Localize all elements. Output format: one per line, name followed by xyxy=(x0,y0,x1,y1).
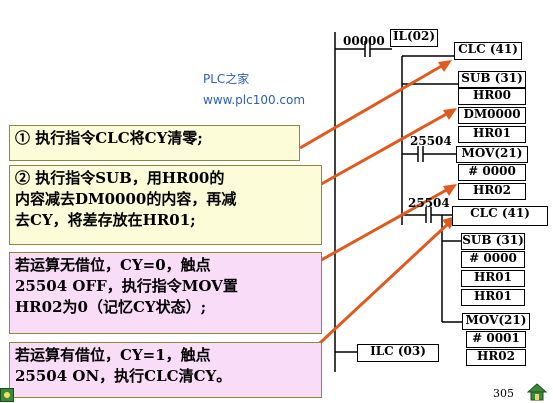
contact-25504-b-label: 25504 xyxy=(408,196,450,210)
note-no-borrow-line-3: HR02为0（记忆CY状态）; xyxy=(15,298,207,316)
note-no-borrow-line-1: 若运算无借位，CY=0，触点 xyxy=(15,256,211,274)
clc-instruction-1: CLC (41) xyxy=(454,42,522,60)
note-clc-line-1: ① 执行指令CLC将CY清零; xyxy=(15,129,203,147)
note-no-borrow-line-2: 25504 OFF，执行指令MOV置 xyxy=(15,277,238,295)
note-borrow: 若运算有借位，CY=1，触点 25504 ON，执行CLC清CY。 xyxy=(9,342,322,398)
contact-25504-a-label: 25504 xyxy=(410,134,452,148)
home-icon[interactable] xyxy=(527,383,547,401)
note-borrow-line-1: 若运算有借位，CY=1，触点 xyxy=(15,346,211,364)
mov-instruction-1-op: MOV(21) xyxy=(456,146,528,163)
sub-instruction-2-dst: HR01 xyxy=(461,289,525,306)
note-sub-line-2: 内容减去DM0000的内容，再减 xyxy=(15,190,237,208)
sub-instruction-2-sub: HR01 xyxy=(461,270,525,287)
note-clc: ① 执行指令CLC将CY清零; xyxy=(9,125,300,161)
note-borrow-line-2: 25504 ON，执行CLC清CY。 xyxy=(15,367,232,385)
note-no-borrow: 若运算无借位，CY=0，触点 25504 OFF，执行指令MOV置 HR02为0… xyxy=(9,252,322,334)
clc-instruction-2: CLC (41) xyxy=(452,206,548,226)
il-instruction: IL(02) xyxy=(390,29,438,47)
page-number: 305 xyxy=(493,387,514,400)
note-sub-line-3: 去CY，将差存放在HR01; xyxy=(15,211,196,229)
note-sub: ② 执行指令SUB，用HR00的 内容减去DM0000的内容，再减 去CY，将差… xyxy=(9,165,322,245)
ilc-instruction: ILC (03) xyxy=(357,344,439,362)
watermark-url: www.plc100.com xyxy=(203,93,306,107)
mov-instruction-2-op: MOV(21) xyxy=(462,313,530,330)
sub-instruction-1-sub: DM0000 xyxy=(458,107,526,124)
sub-instruction-1-src: HR00 xyxy=(458,88,526,105)
sub-instruction-1-dst: HR01 xyxy=(458,126,526,143)
sub-instruction-2-op: SUB (31) xyxy=(461,233,525,250)
nav-back-icon[interactable] xyxy=(0,388,14,402)
sub-instruction-2-src: # 0000 xyxy=(461,251,525,268)
mov-instruction-1-src: # 0000 xyxy=(458,164,526,181)
mov-instruction-2-src: # 0001 xyxy=(466,331,526,348)
note-sub-line-1: ② 执行指令SUB，用HR00的 xyxy=(15,169,225,187)
contact-00000-label: 00000 xyxy=(343,34,385,48)
mov-instruction-2-dst: HR02 xyxy=(466,349,526,366)
sub-instruction-1-op: SUB (31) xyxy=(458,71,526,88)
watermark-name: PLC之家 xyxy=(203,72,250,86)
mov-instruction-1-dst: HR02 xyxy=(458,183,526,200)
